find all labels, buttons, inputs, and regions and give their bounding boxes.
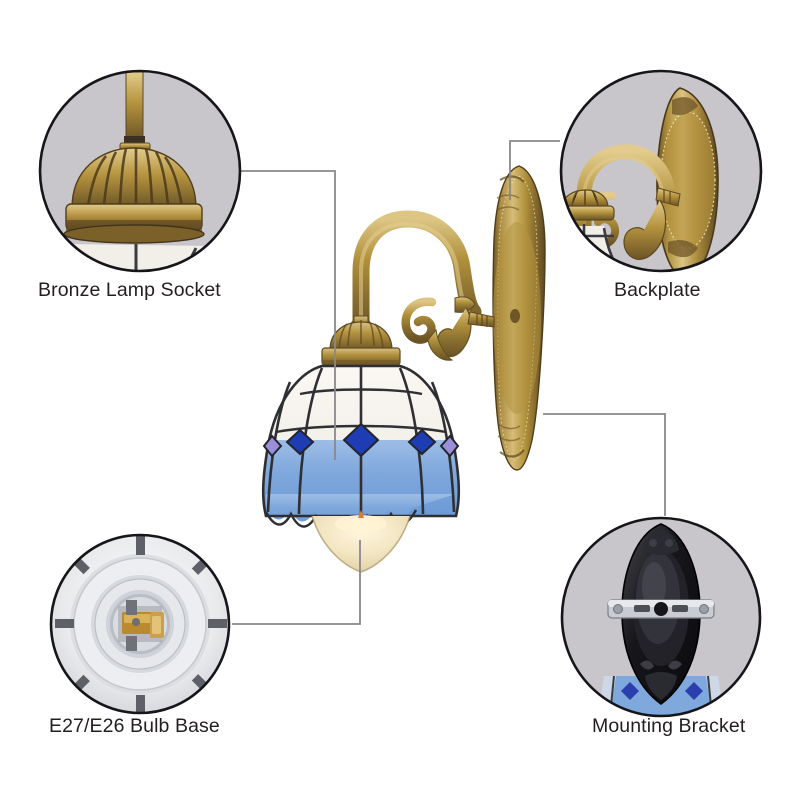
callout-e27-e26-bulb-base[interactable] [49, 533, 231, 715]
connector-backplate [509, 140, 560, 200]
connector-bulbbase [232, 540, 361, 625]
product-socket-cap [321, 315, 401, 366]
connector-socket [232, 170, 336, 460]
product-shade [261, 364, 461, 573]
product-arm [352, 210, 495, 361]
callout-bronze-lamp-socket[interactable] [38, 69, 242, 300]
callout-label-backplate: Backplate [614, 279, 701, 301]
callout-mounting-bracket[interactable] [560, 516, 762, 718]
connector-bracket [543, 413, 666, 516]
callout-label-mounting-bracket: Mounting Bracket [592, 715, 746, 737]
callout-backplate[interactable] [556, 69, 763, 282]
callout-label-e27-e26-bulb-base: E27/E26 Bulb Base [49, 715, 220, 737]
callout-label-bronze-lamp-socket: Bronze Lamp Socket [38, 279, 221, 301]
product-backplate [492, 165, 546, 471]
